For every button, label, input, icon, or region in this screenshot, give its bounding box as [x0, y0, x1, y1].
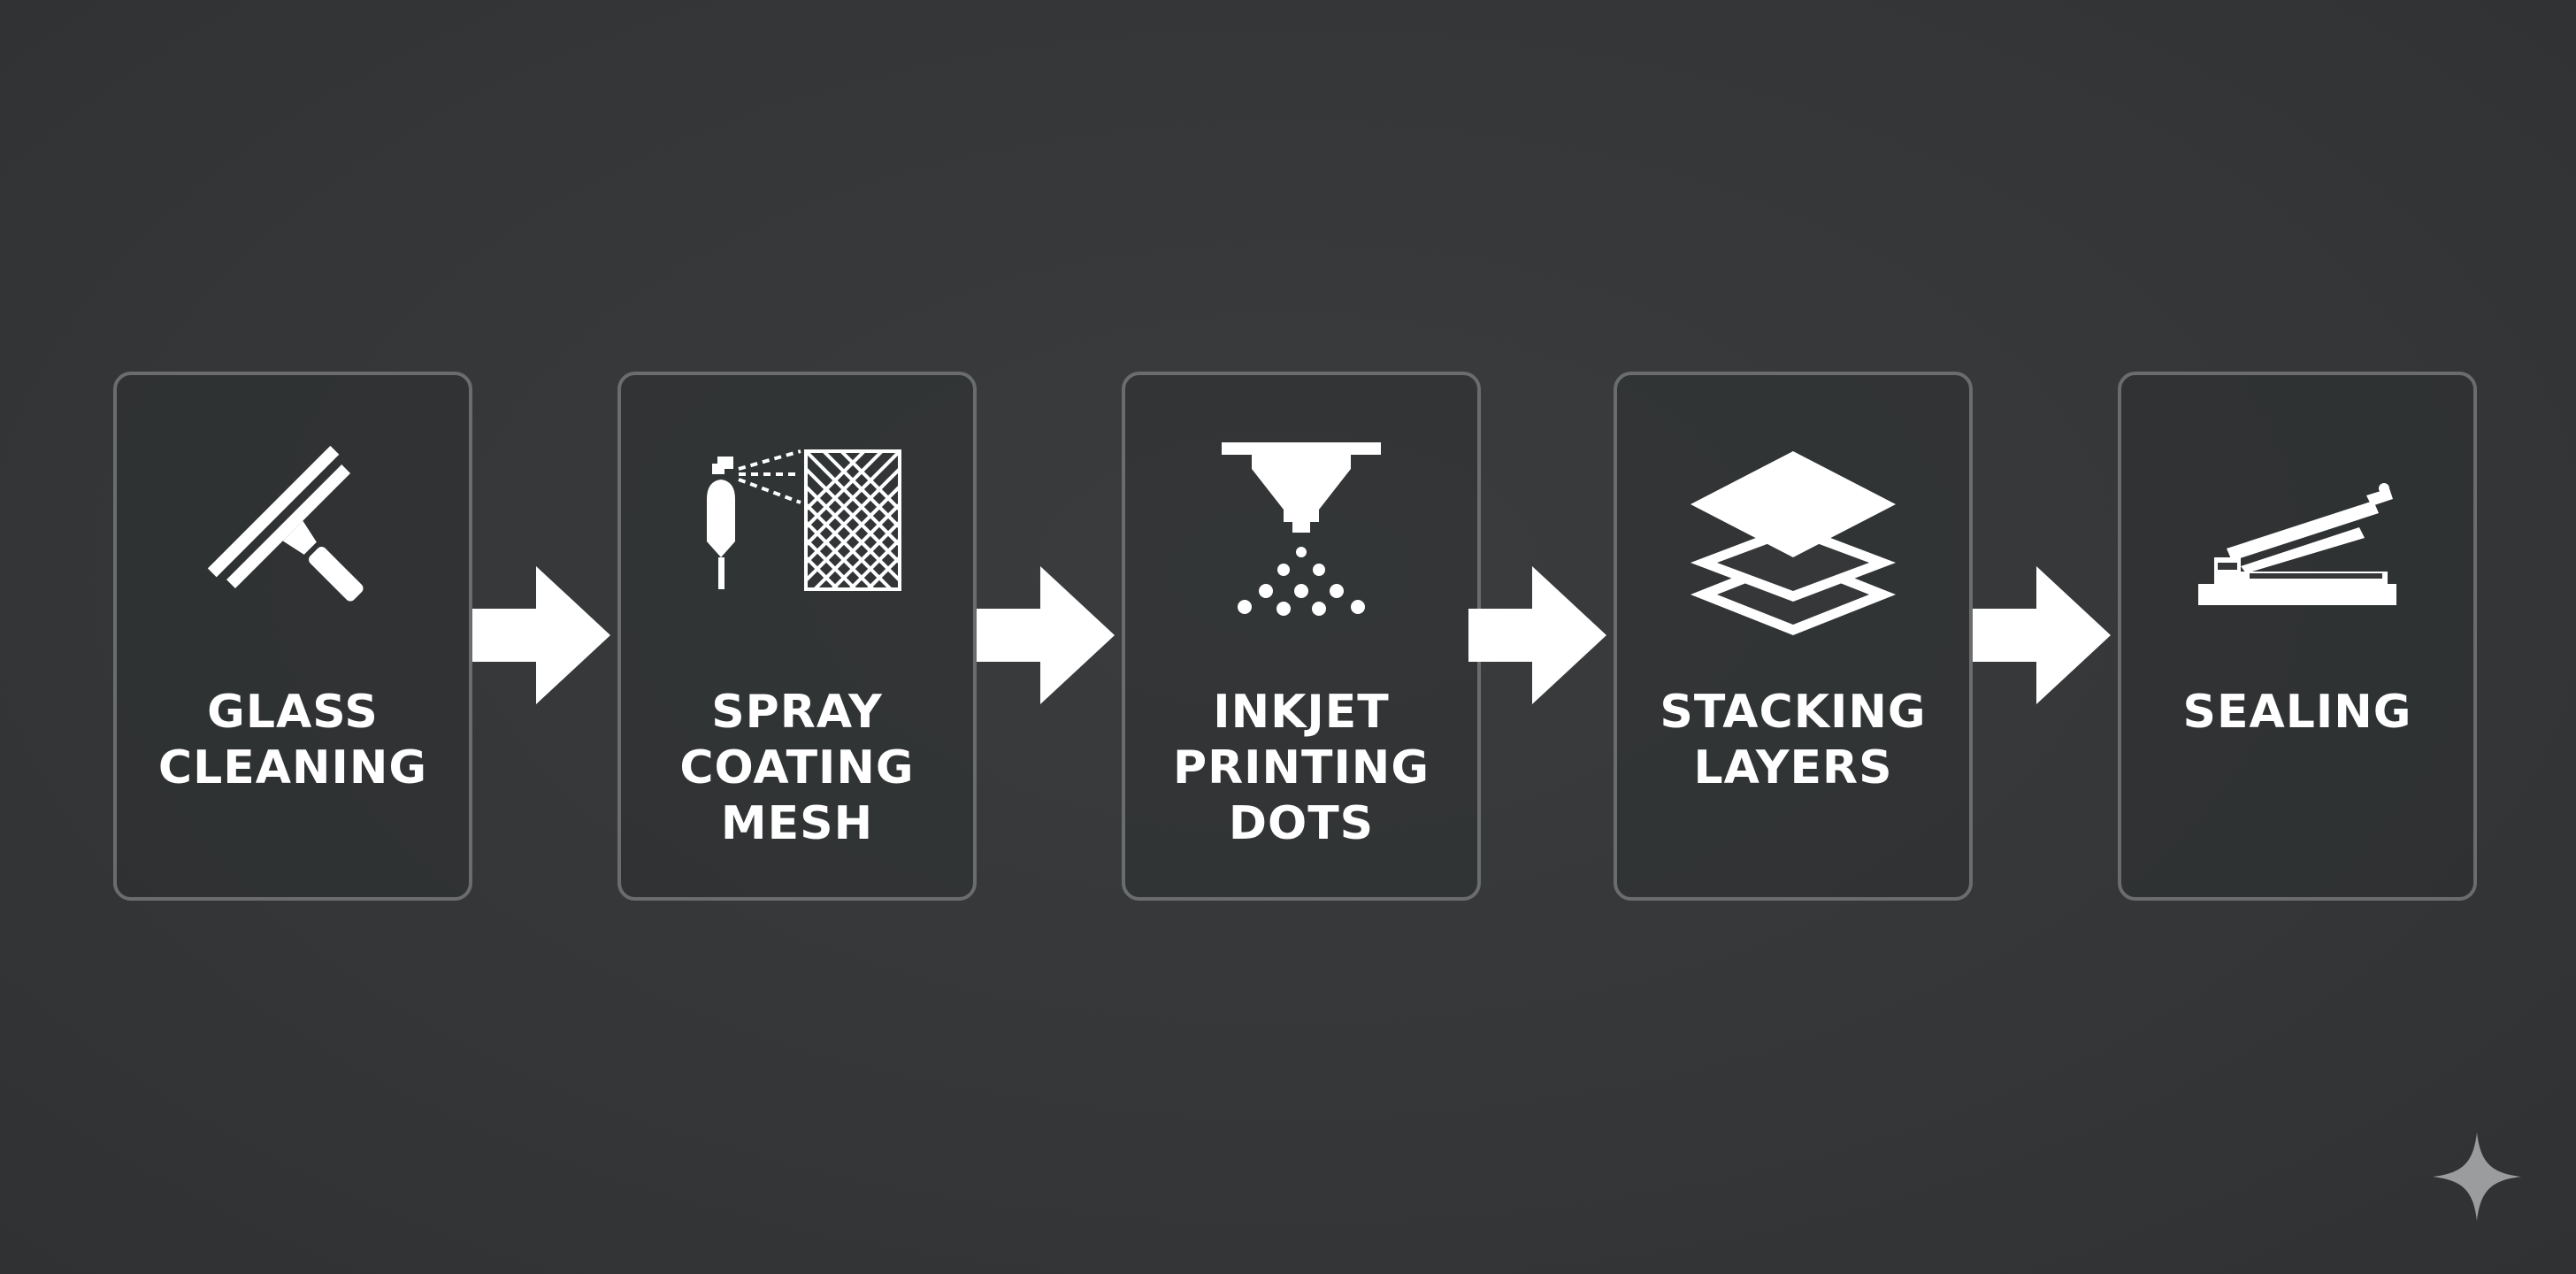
step-label: SEALING — [2182, 686, 2412, 739]
sparkle-icon — [2433, 1132, 2521, 1221]
step-sealing: SEALING — [2118, 372, 2477, 901]
step-label: STACKING LAYERS — [1660, 686, 1927, 794]
step-label: GLASS CLEANING — [157, 686, 428, 794]
right-arrow-icon — [977, 566, 1115, 704]
step-inkjet-printing-dots: INKJET PRINTING DOTS — [1122, 372, 1481, 901]
step-spray-coating-mesh: SPRAY COATING MESH — [617, 372, 977, 901]
right-arrow-icon — [1468, 566, 1606, 704]
step-label: SPRAY COATING MESH — [679, 686, 915, 850]
step-stacking-layers: STACKING LAYERS — [1614, 372, 1973, 901]
right-arrow-icon — [1973, 566, 2111, 704]
squeegee-icon — [187, 425, 399, 637]
heat-sealer-icon — [2191, 425, 2404, 637]
spray-mesh-icon — [691, 425, 903, 637]
stacked-layers-icon — [1687, 425, 1899, 637]
step-label: INKJET PRINTING DOTS — [1172, 686, 1430, 850]
inkjet-nozzle-icon — [1195, 425, 1407, 637]
right-arrow-icon — [472, 566, 610, 704]
step-glass-cleaning: GLASS CLEANING — [113, 372, 472, 901]
